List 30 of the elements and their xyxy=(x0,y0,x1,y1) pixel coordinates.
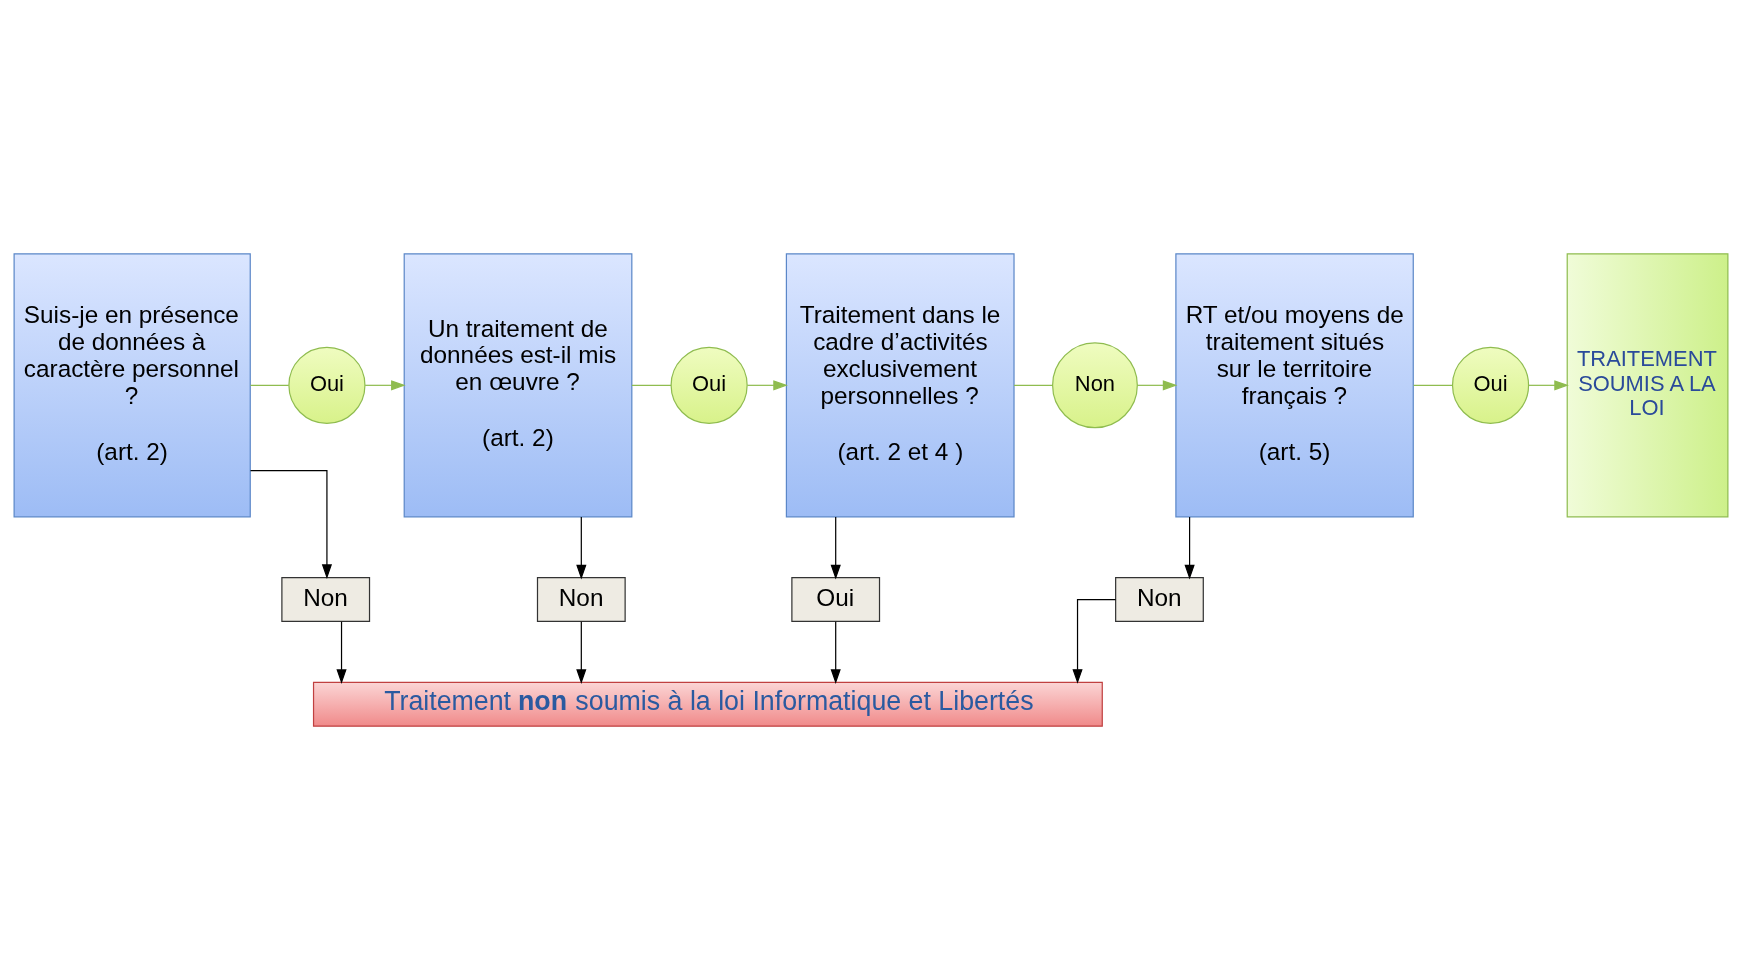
arrow xyxy=(1136,379,1178,390)
node-circle: Oui xyxy=(288,346,366,424)
node-box: Un traitement de données est-il mis en œuvre ? (art. 2) xyxy=(403,252,633,517)
node-box: Traitement dans le cadre d’activités exclusivement personnelles ? (art. 2 et 4 ) xyxy=(785,252,1015,517)
node-box: Non xyxy=(1115,576,1204,622)
arrow xyxy=(576,515,587,579)
node-box: Traitement non soumis à la loi Informatique et Libertés xyxy=(312,681,1103,727)
arrow xyxy=(830,515,841,579)
arrow xyxy=(1184,515,1195,579)
node-circle: Oui xyxy=(670,346,748,424)
arrow xyxy=(364,379,406,390)
arrow xyxy=(336,620,347,684)
node-circle: Non xyxy=(1052,341,1138,428)
arrow xyxy=(746,379,788,390)
node-box: RT et/ou moyens de traitement situés sur le territoire français ? (art. 5) xyxy=(1175,252,1414,517)
arrow xyxy=(830,620,841,684)
node-box: Non xyxy=(536,576,626,622)
arrow xyxy=(1072,598,1117,684)
connector xyxy=(1013,384,1054,386)
node-box: Non xyxy=(281,576,371,622)
node-circle: Oui xyxy=(1451,346,1530,424)
connector xyxy=(1413,384,1454,386)
node-box: TRAITEMENT SOUMIS A LA LOI xyxy=(1566,252,1729,517)
connector xyxy=(249,384,290,386)
node-box: Suis-je en présence de données à caractère personnel ? (art. 2) xyxy=(13,252,251,517)
arrow xyxy=(576,620,587,684)
connector xyxy=(631,384,672,386)
arrow xyxy=(249,469,333,579)
node-box: Oui xyxy=(791,576,881,622)
arrow xyxy=(1527,379,1569,390)
